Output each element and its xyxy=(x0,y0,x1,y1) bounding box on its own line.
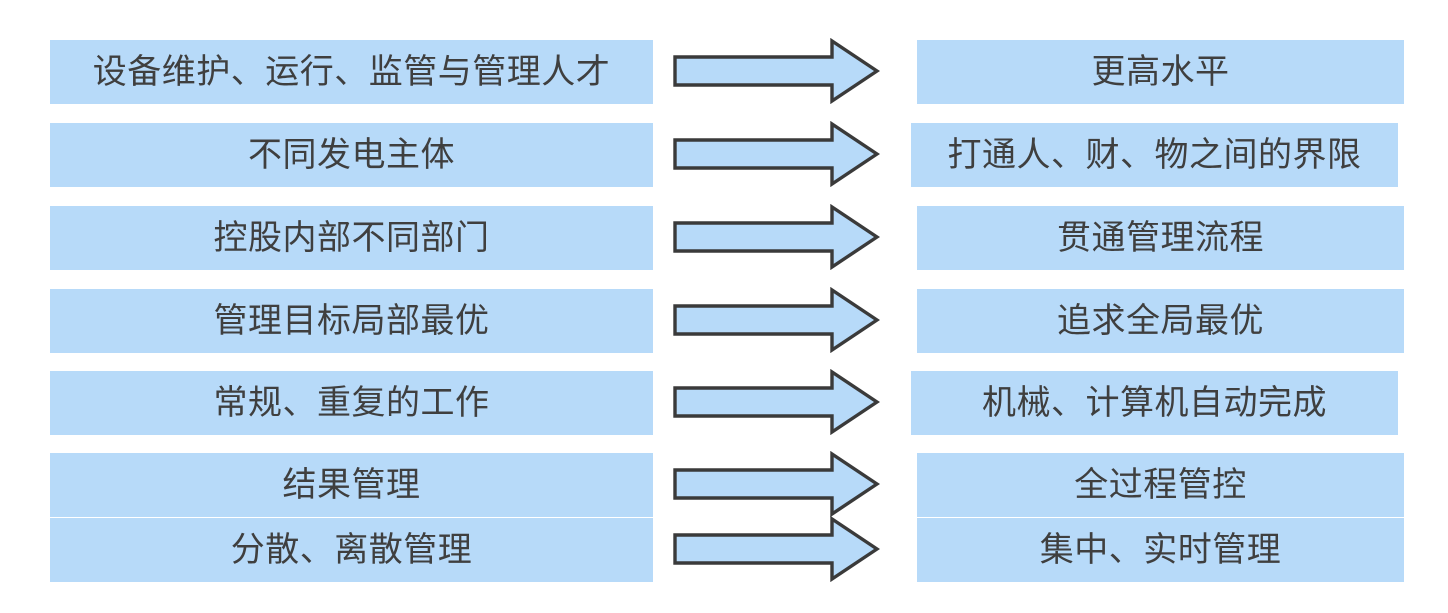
target-box: 打通人、财、物之间的界限 xyxy=(911,123,1398,187)
target-box: 更高水平 xyxy=(917,40,1404,104)
target-box: 集中、实时管理 xyxy=(917,518,1404,582)
source-box: 结果管理 xyxy=(50,453,653,517)
source-box: 控股内部不同部门 xyxy=(50,206,653,270)
right-block-arrow-icon xyxy=(672,121,880,187)
right-block-arrow-icon xyxy=(672,38,880,104)
target-box: 追求全局最优 xyxy=(917,289,1404,353)
source-box: 管理目标局部最优 xyxy=(50,289,653,353)
right-block-arrow-icon xyxy=(672,204,880,270)
source-box: 不同发电主体 xyxy=(50,123,653,187)
right-block-arrow-icon xyxy=(672,516,880,582)
source-box: 分散、离散管理 xyxy=(50,518,653,582)
right-block-arrow-icon xyxy=(672,369,880,435)
source-box: 常规、重复的工作 xyxy=(50,371,653,435)
source-box: 设备维护、运行、监管与管理人才 xyxy=(50,40,653,104)
target-box: 全过程管控 xyxy=(917,453,1404,517)
target-box: 贯通管理流程 xyxy=(917,206,1404,270)
target-box: 机械、计算机自动完成 xyxy=(911,371,1398,435)
right-block-arrow-icon xyxy=(672,451,880,517)
right-block-arrow-icon xyxy=(672,287,880,353)
